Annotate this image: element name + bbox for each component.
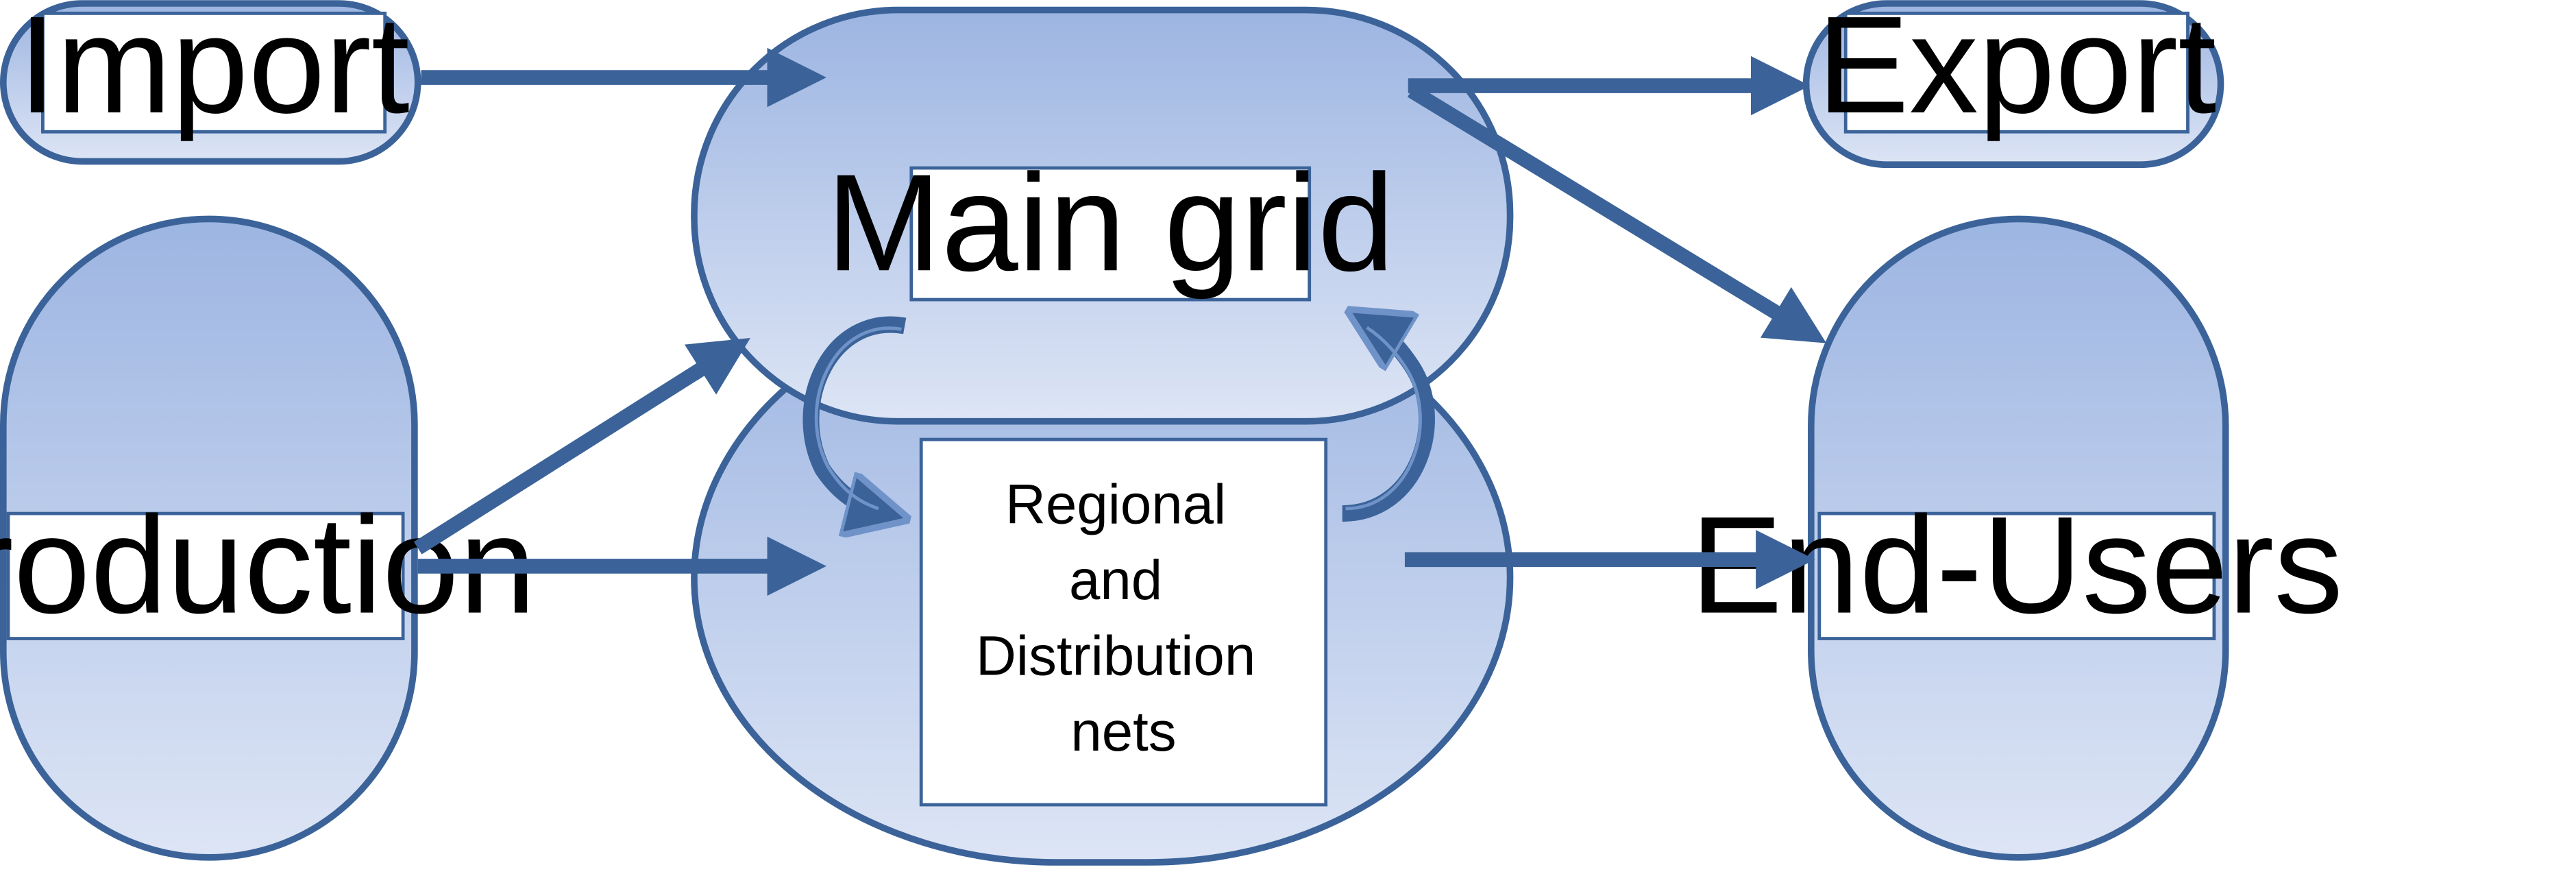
regional-label-line-4: nets [1070, 701, 1176, 763]
production-label-box [6, 511, 405, 640]
main-grid-label: Main grid [826, 145, 1395, 300]
import-label: Import [18, 0, 409, 142]
arrow-production-to-main-grid [413, 338, 750, 555]
curved-arrow-main-grid-to-regional [802, 316, 905, 514]
regional-label-line-3: Distribution [976, 624, 1255, 687]
import-label-box [41, 12, 387, 134]
curved-arrow-main-grid-to-regional-highlight [814, 326, 902, 511]
regional-label-line-1: Regional [1005, 474, 1226, 536]
curved-arrow-regional-to-main-grid [1342, 323, 1435, 522]
regional-label-line-2: and [1069, 549, 1162, 611]
curved-arrow-regional-to-main-grid-highlight [1345, 326, 1422, 511]
main-grid-label-box [909, 166, 1312, 302]
export-label: Export [1817, 0, 2217, 142]
arrow-main-grid-to-end-users [1407, 84, 1827, 343]
export-label-box [1843, 12, 2189, 134]
regional-label: Regional and Distribution nets [976, 474, 1271, 763]
end-users-label-box [1817, 511, 2216, 640]
regional-label-box [919, 437, 1328, 807]
